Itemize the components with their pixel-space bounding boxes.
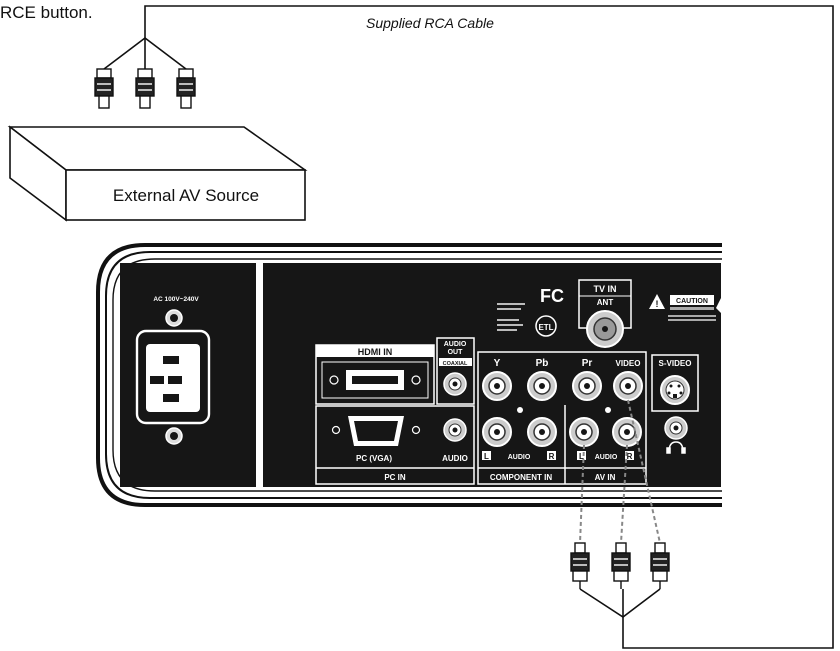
ac-voltage-label: AC 100V~240V <box>153 296 199 303</box>
av-audio-lr-label: L AUDIO R <box>577 451 634 461</box>
svg-text:CAUTION: CAUTION <box>676 298 708 305</box>
audio-out-label-2: OUT <box>448 349 464 356</box>
rca-plug <box>135 68 155 109</box>
pc-audio-port <box>443 418 467 442</box>
svg-text:R: R <box>549 452 555 461</box>
pc-in-section: PC (VGA) AUDIO <box>315 405 475 485</box>
rca-plug <box>650 542 670 589</box>
component-in-label: COMPONENT IN <box>490 473 552 482</box>
hdmi-in-label: HDMI IN <box>358 347 393 357</box>
svg-text:AUDIO: AUDIO <box>595 454 618 461</box>
pc-audio-label: AUDIO <box>442 454 468 463</box>
svg-text:AUDIO: AUDIO <box>508 454 531 461</box>
rca-jack-av-audio-l <box>569 417 599 447</box>
rca-plug <box>94 68 114 109</box>
tv-in-label: TV IN <box>593 284 616 294</box>
antenna-connector <box>586 310 624 348</box>
s-video-port <box>660 375 690 405</box>
rca-plugs-bottom <box>570 542 670 589</box>
indicator-dot <box>517 407 523 413</box>
rca-plug <box>570 542 590 589</box>
connection-dashes <box>579 399 661 544</box>
component-av-frame <box>477 351 647 485</box>
svg-text:L: L <box>484 452 489 461</box>
pb-label: Pb <box>536 358 549 369</box>
rca-plug <box>176 68 196 109</box>
vga-port <box>331 416 421 446</box>
tv-chassis <box>96 243 722 507</box>
cable-route <box>103 5 834 649</box>
pc-in-label: PC IN <box>384 473 406 482</box>
audio-out-section: AUDIO OUT COAXIAL <box>436 337 475 405</box>
rca-jack-video <box>613 371 643 401</box>
cable-label: Supplied RCA Cable <box>366 15 494 31</box>
rca-plug <box>611 542 631 589</box>
svg-text:ETL: ETL <box>538 323 553 332</box>
component-audio-lr-label: L AUDIO R <box>482 451 556 461</box>
rca-jack-av-audio-r <box>612 417 642 447</box>
rca-jack-y <box>482 371 512 401</box>
svg-text:!: ! <box>656 299 659 309</box>
ac-power-inlet <box>135 329 211 425</box>
rca-plugs-top <box>94 68 196 109</box>
audio-out-label-1: AUDIO <box>444 341 467 348</box>
svg-text:R: R <box>627 452 633 461</box>
s-video-label: S-VIDEO <box>659 359 692 368</box>
rca-jack-pb <box>527 371 557 401</box>
etl-mark: ETL <box>535 315 557 337</box>
rca-jack-component-audio-r <box>527 417 557 447</box>
rca-jack-component-audio-l <box>482 417 512 447</box>
y-label: Y <box>494 358 501 369</box>
caution-label: ! CAUTION <box>649 294 722 321</box>
indicator-dot <box>605 407 611 413</box>
power-screw <box>165 427 183 445</box>
headphone-icon <box>666 441 686 454</box>
pc-vga-label: PC (VGA) <box>356 454 392 463</box>
hdmi-section: HDMI IN <box>315 344 435 405</box>
coaxial-label: COAXIAL <box>443 361 468 367</box>
ant-label: ANT <box>597 298 614 307</box>
power-screw <box>165 309 183 327</box>
svg-text:L: L <box>579 452 584 461</box>
header-fragment: RCE button. <box>0 3 93 22</box>
pr-label: Pr <box>582 358 593 369</box>
fcc-mark: FC <box>540 286 564 306</box>
headphone-jack <box>664 416 688 440</box>
av-in-label: AV IN <box>595 473 616 482</box>
external-av-source-label: External AV Source <box>113 186 259 205</box>
rca-jack-pr <box>572 371 602 401</box>
s-video-section: S-VIDEO <box>651 354 699 412</box>
video-label: VIDEO <box>616 359 641 368</box>
regulatory-fine-print <box>497 303 525 331</box>
external-av-source-box <box>7 125 308 222</box>
coaxial-port <box>443 372 467 396</box>
